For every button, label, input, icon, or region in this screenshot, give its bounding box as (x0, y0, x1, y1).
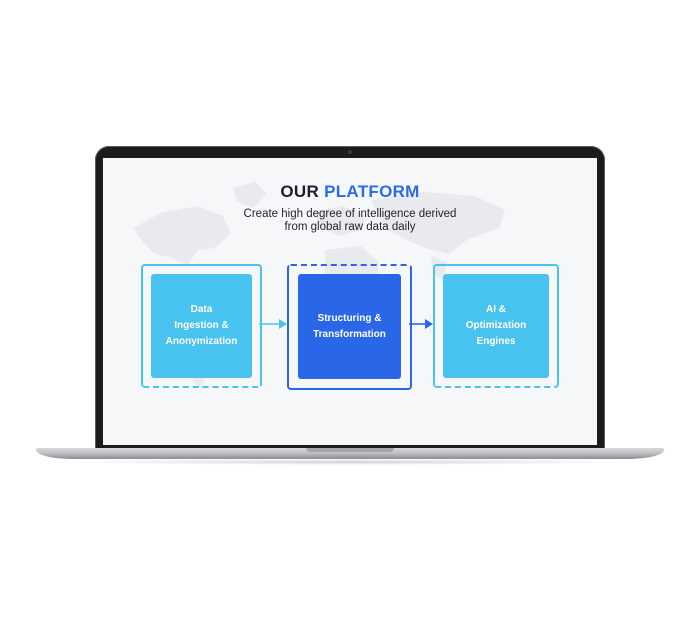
subtitle-line-2: from global raw data daily (284, 221, 416, 233)
step-2-line-1: Structuring & (317, 312, 382, 324)
arrow-head-1 (279, 319, 287, 329)
subtitle-line-1: Create high degree of intelligence deriv… (243, 208, 457, 220)
step-2-outline (287, 264, 412, 390)
step-3-line-3: Engines (476, 336, 516, 347)
page-title: OUR PLATFORM (103, 182, 597, 202)
laptop-lid: OUR PLATFORM Create high degree of intel… (95, 146, 605, 449)
step-3-line-2: Optimization (465, 320, 527, 331)
step-1-line-2: Ingestion & (174, 320, 229, 331)
step-3-box: AI & Optimization Engines (443, 274, 549, 378)
step-1-line-1: Data (190, 304, 213, 315)
step-2-box: Structuring & Transformation (298, 274, 401, 379)
laptop-screen: OUR PLATFORM Create high degree of intel… (103, 158, 597, 445)
step-1-outline (141, 264, 262, 388)
step-2-line-2: Transformation (313, 328, 386, 340)
step-1-box: Data Ingestion & Anonymization (151, 274, 252, 378)
subtitle: Create high degree of intelligence deriv… (103, 208, 597, 234)
laptop-base (36, 448, 664, 459)
step-1-line-3: Anonymization (165, 336, 238, 347)
webcam-icon (348, 150, 352, 154)
step-3-outline (433, 264, 559, 388)
laptop-notch (306, 448, 394, 452)
step-3-line-1: AI & (486, 304, 506, 315)
laptop-shadow (60, 459, 640, 465)
title-part-our: OUR (280, 182, 320, 201)
arrow-head-2 (425, 319, 433, 329)
title-part-platform: PLATFORM (324, 182, 420, 201)
